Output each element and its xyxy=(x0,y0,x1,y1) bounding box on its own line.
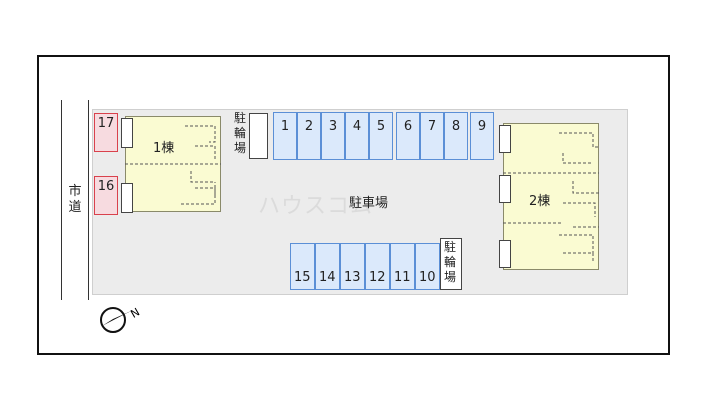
building-2-floorplan xyxy=(503,132,599,263)
road-edge-left xyxy=(61,100,62,300)
building-2-entrance-1 xyxy=(499,125,511,153)
building-1-floorplan xyxy=(125,125,221,205)
parking-slot-6: 6 xyxy=(396,112,420,160)
parking-slot-14: 14 xyxy=(315,243,340,290)
building-1-entrance-bottom xyxy=(121,183,133,213)
parking-slot-12: 12 xyxy=(365,243,390,290)
compass-label: N xyxy=(128,305,142,320)
building-2-label: 2棟 xyxy=(529,194,551,209)
parking-slot-7: 7 xyxy=(420,112,444,160)
parking-slot-15: 15 xyxy=(290,243,315,290)
parking-slot-17: 17 xyxy=(94,113,118,152)
road-edge-right xyxy=(88,100,89,300)
parking-slot-8: 8 xyxy=(444,112,468,160)
bike-parking-label-top: 駐輪場 xyxy=(233,111,246,155)
parking-slot-13: 13 xyxy=(340,243,365,290)
building-2 xyxy=(503,123,599,270)
parking-slot-2: 2 xyxy=(297,112,321,160)
parking-slot-3: 3 xyxy=(321,112,345,160)
bike-parking-label-bottom: 駐輪場 xyxy=(443,240,456,284)
parking-label: 駐車場 xyxy=(349,196,389,211)
parking-slot-4: 4 xyxy=(345,112,369,160)
parking-slot-16: 16 xyxy=(94,176,118,215)
bike-parking-bottom xyxy=(440,238,462,290)
parking-slot-9: 9 xyxy=(470,112,494,160)
parking-slot-1: 1 xyxy=(273,112,297,160)
building-1-label: 1棟 xyxy=(153,141,175,156)
parking-slot-10: 10 xyxy=(415,243,440,290)
road-label: 市道 xyxy=(68,184,82,215)
parking-slot-11: 11 xyxy=(390,243,415,290)
parking-slot-5: 5 xyxy=(369,112,393,160)
building-2-entrance-2 xyxy=(499,175,511,203)
north-arrow-icon: N xyxy=(100,305,142,333)
building-2-entrance-3 xyxy=(499,240,511,268)
building-1-entrance-top xyxy=(121,118,133,148)
bike-parking-top xyxy=(249,113,268,159)
watermark: ハウスコム xyxy=(258,194,374,219)
